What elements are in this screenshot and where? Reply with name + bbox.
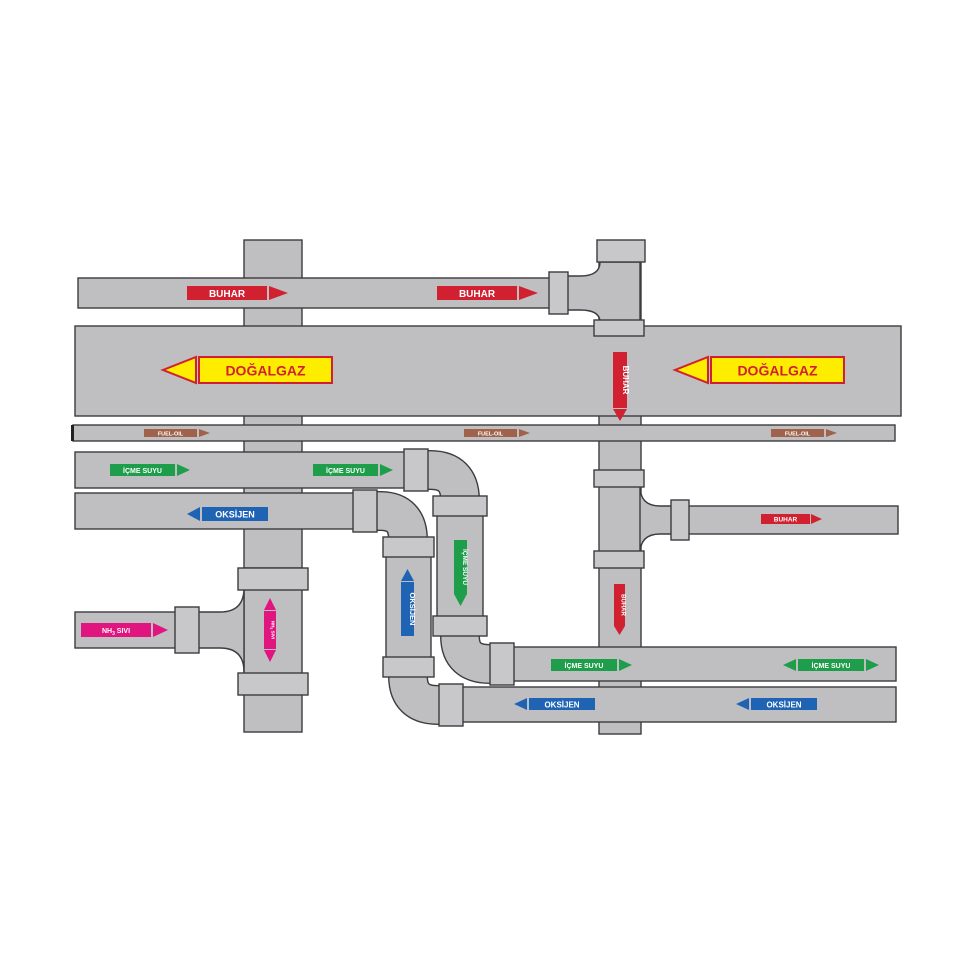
oxygen-marker-3-label: OKSİJEN	[766, 701, 801, 710]
fuel-oil-marker-2-label: FUEL-OIL	[478, 431, 504, 437]
ammonia-marker-vertical: NH3 SIVI	[264, 598, 276, 662]
steam-marker-1: BUHAR	[187, 286, 288, 300]
fuel-oil-marker-2: FUEL-OIL	[464, 429, 530, 437]
ammonia-marker-horizontal: NH3 SIVI	[81, 623, 168, 637]
steam-marker-branch: BUHAR	[761, 514, 822, 524]
right-pipe-coupling-3	[593, 550, 645, 569]
drinking-water-marker-1: İÇME SUYU	[110, 464, 190, 476]
steam-marker-2: BUHAR	[437, 286, 538, 300]
ammonia-marker-vertical-label: NH3 SIVI	[269, 621, 276, 639]
fuel-oil-pipe-end-cap	[71, 425, 74, 441]
natural-gas-marker-1-label: DOĞALGAZ	[225, 362, 306, 379]
drinking-water-marker-2: İÇME SUYU	[313, 464, 393, 476]
right-tee-side-coupling	[670, 499, 690, 541]
ammonia-tee-bottom-coupling	[237, 672, 309, 696]
steam-marker-vertical-1-label: BUHAR	[621, 366, 630, 395]
steam-tee-body	[565, 261, 641, 323]
oxygen-marker-1: OKSİJEN	[187, 507, 268, 521]
oxygen-marker-vertical-label: OKSİJEN	[408, 593, 417, 626]
drinking-water-marker-4-label: İÇME SUYU	[812, 662, 851, 670]
right-tee-body	[639, 485, 675, 555]
steam-marker-vertical-2: BUHAR	[614, 584, 626, 635]
natural-gas-marker-2-label: DOĞALGAZ	[737, 362, 818, 379]
steam-marker-branch-label: BUHAR	[774, 517, 798, 524]
fuel-oil-marker-1: FUEL-OIL	[144, 429, 210, 437]
ammonia-marker-horizontal-label: NH3 SIVI	[102, 628, 130, 637]
right-pipe-coupling-1	[593, 319, 645, 337]
oxygen-coupling-1	[352, 489, 378, 533]
oxygen-coupling-2	[382, 536, 435, 558]
oxygen-marker-1-label: OKSİJEN	[215, 510, 255, 520]
drinking-water-coupling-4	[489, 642, 515, 686]
fuel-oil-marker-3-label: FUEL-OIL	[785, 431, 811, 437]
oxygen-marker-vertical: OKSİJEN	[401, 569, 417, 636]
drinking-water-marker-4: İÇME SUYU	[783, 659, 879, 671]
fuel-oil-marker-3: FUEL-OIL	[771, 429, 837, 437]
drinking-water-marker-vertical: İÇME SUYU	[454, 540, 469, 606]
oxygen-coupling-4	[438, 683, 464, 727]
drinking-water-coupling-2	[432, 495, 488, 517]
right-pipe-coupling-2	[593, 469, 645, 488]
ammonia-tee-body	[197, 587, 245, 673]
drinking-water-marker-2-label: İÇME SUYU	[326, 467, 365, 475]
oxygen-marker-3: OKSİJEN	[736, 698, 817, 710]
drinking-water-marker-3-label: İÇME SUYU	[565, 662, 604, 670]
natural-gas-marker-1: DOĞALGAZ	[160, 355, 333, 385]
steam-marker-vertical-2-label: BUHAR	[620, 594, 626, 616]
steam-tee-top-cap	[596, 239, 646, 263]
drinking-water-marker-vertical-label: İÇME SUYU	[461, 549, 469, 585]
steam-marker-2-label: BUHAR	[459, 289, 496, 300]
oxygen-marker-2-label: OKSİJEN	[544, 701, 579, 710]
drinking-water-marker-1-label: İÇME SUYU	[123, 467, 162, 475]
steam-tee-side-coupling	[548, 271, 569, 315]
oxygen-coupling-3	[382, 656, 435, 678]
ammonia-tee-top-coupling	[237, 567, 309, 591]
fuel-oil-marker-1-label: FUEL-OIL	[158, 431, 184, 437]
ammonia-tee-side-coupling	[174, 606, 200, 654]
natural-gas-marker-2: DOĞALGAZ	[672, 355, 845, 385]
steam-marker-1-label: BUHAR	[209, 289, 246, 300]
drinking-water-coupling-1	[403, 448, 429, 492]
oxygen-marker-2: OKSİJEN	[514, 698, 595, 710]
drinking-water-marker-3: İÇME SUYU	[551, 659, 632, 671]
steam-marker-vertical-1: BUHAR	[613, 352, 630, 421]
drinking-water-coupling-3	[432, 615, 488, 637]
